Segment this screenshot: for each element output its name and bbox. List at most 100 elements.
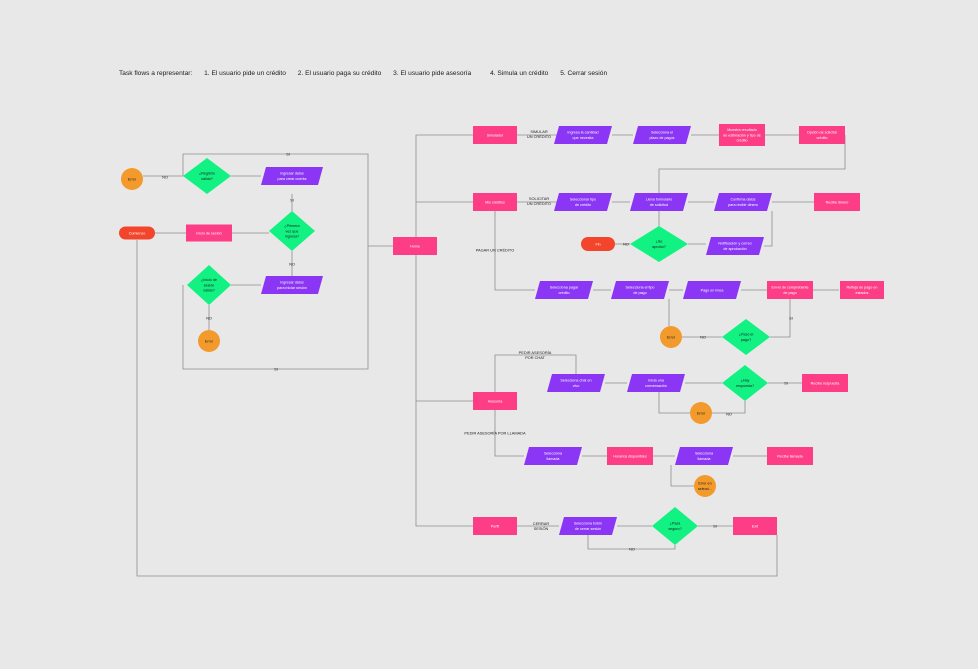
edge-label-text: SI bbox=[789, 315, 793, 320]
pago-linea-node: Pago en línea bbox=[683, 281, 741, 299]
node-text: Selecciona el bbox=[651, 131, 673, 135]
node-text: para recibir dinero bbox=[728, 203, 758, 207]
node-text: Muestra resultado bbox=[727, 128, 757, 132]
error-seleccion-node: Error enselecci... bbox=[694, 475, 716, 497]
connector-line-27 bbox=[764, 211, 773, 247]
input-output-shape bbox=[611, 281, 669, 299]
simulador-node: Simulador bbox=[473, 126, 517, 144]
node-text: Comienzo bbox=[129, 231, 146, 235]
input-output-shape bbox=[683, 281, 741, 299]
header-item-1: 1. El usuario pide un crédito bbox=[204, 70, 286, 77]
node-text: pago? bbox=[741, 338, 751, 342]
process-box-shape bbox=[473, 193, 517, 211]
node-text: Selecciona botón bbox=[574, 522, 602, 526]
node-text: Perfil bbox=[491, 524, 500, 528]
edge-label-text: NO bbox=[206, 315, 212, 320]
no-respuesta-edge-label: NO bbox=[726, 411, 732, 416]
connector-line-41 bbox=[658, 392, 690, 414]
node-text: selecci... bbox=[698, 487, 712, 491]
inicio-sesion-node: Inicio de sesión bbox=[186, 224, 232, 242]
node-text: Llena formulario bbox=[646, 198, 672, 202]
node-text: Refleja de pago en bbox=[847, 286, 878, 290]
node-text: ingresa? bbox=[285, 235, 299, 239]
node-text: Inicio de sesión bbox=[196, 231, 221, 235]
input-output-shape bbox=[559, 517, 617, 535]
node-text: válido? bbox=[203, 289, 215, 293]
horarios-node: Horarios disponibles bbox=[607, 447, 653, 465]
start-end-pill-shape bbox=[119, 226, 155, 240]
flow-connectors bbox=[136, 134, 846, 577]
node-text: vivo bbox=[573, 384, 580, 388]
input-output-shape bbox=[627, 374, 685, 392]
node-text: de pago bbox=[633, 291, 646, 295]
edge-label-text: UN CRÉDITO bbox=[527, 201, 551, 206]
node-text: crédito bbox=[816, 136, 827, 140]
input-output-shape bbox=[630, 193, 688, 211]
node-text: de cerrar sesión bbox=[575, 527, 601, 531]
node-text: estados bbox=[856, 291, 869, 295]
decision-diamond-shape bbox=[269, 211, 315, 251]
node-text: Selecciona el tipo bbox=[626, 286, 655, 290]
process-box-shape bbox=[767, 281, 813, 299]
input-output-shape bbox=[633, 126, 691, 144]
process-box-shape bbox=[473, 126, 517, 144]
node-text: ¿Primera bbox=[284, 224, 300, 228]
no-aprobo-edge-label: NO bbox=[623, 241, 629, 246]
edge-label-text: PEDIR ASESORÍA bbox=[519, 350, 552, 355]
node-text: respuesta? bbox=[736, 384, 754, 388]
si-seguro-edge-label: SI bbox=[713, 523, 717, 528]
process-box-shape bbox=[733, 517, 777, 535]
si-top-edge-label: SI bbox=[286, 151, 290, 156]
connector-line-1 bbox=[182, 153, 369, 370]
no-seguro-edge-label: NO bbox=[629, 546, 635, 551]
edge-label-text: SESIÓN bbox=[534, 526, 549, 531]
header-item-5: 5. Cerrar sesión bbox=[560, 70, 608, 77]
connector-line-42 bbox=[494, 410, 524, 457]
asesoria-node: Asesoría bbox=[473, 392, 517, 410]
task-flows-header: Task flows a representar: 1. El usuario … bbox=[119, 70, 607, 77]
no-error-edge-label: NO bbox=[162, 174, 168, 179]
process-box-shape bbox=[799, 126, 845, 144]
node-text: ¿Se bbox=[656, 240, 663, 244]
decision-diamond-shape bbox=[722, 319, 770, 355]
recibe-respuesta-node: Recibe respuesta bbox=[802, 374, 848, 392]
node-text: Selecciona bbox=[544, 452, 563, 456]
si-pago-edge-label: SI bbox=[789, 315, 793, 320]
node-text: válido? bbox=[201, 177, 213, 181]
edge-label-text: NO bbox=[162, 174, 168, 179]
node-text: Confirma datos bbox=[730, 198, 755, 202]
node-text: Notificación y correo bbox=[718, 242, 751, 246]
node-text: Mis créditos bbox=[485, 200, 505, 204]
node-text: Ingresar datos bbox=[280, 281, 304, 285]
process-box-shape bbox=[719, 124, 765, 146]
input-output-shape bbox=[547, 374, 605, 392]
input-output-shape bbox=[714, 193, 772, 211]
edge-label-text: NO bbox=[629, 546, 635, 551]
node-text: aprobó? bbox=[652, 245, 666, 249]
decision-diamond-shape bbox=[187, 265, 231, 305]
connector-line-28 bbox=[494, 211, 535, 291]
terminal-circle-shape bbox=[694, 475, 716, 497]
perfil-node: Perfil bbox=[473, 517, 517, 535]
no-primera-edge-label: NO bbox=[289, 261, 295, 266]
edge-label-text: PAGAR UN CRÉDITO bbox=[476, 247, 515, 252]
node-text: Error en bbox=[698, 482, 711, 486]
header-item-3: 3. El usuario pide asesoría bbox=[393, 70, 472, 77]
input-output-shape bbox=[535, 281, 593, 299]
node-text: Exit bbox=[752, 524, 758, 528]
decision-diamond-shape bbox=[183, 158, 231, 194]
connector-line-51 bbox=[136, 240, 778, 577]
node-text: llamada bbox=[698, 457, 712, 461]
